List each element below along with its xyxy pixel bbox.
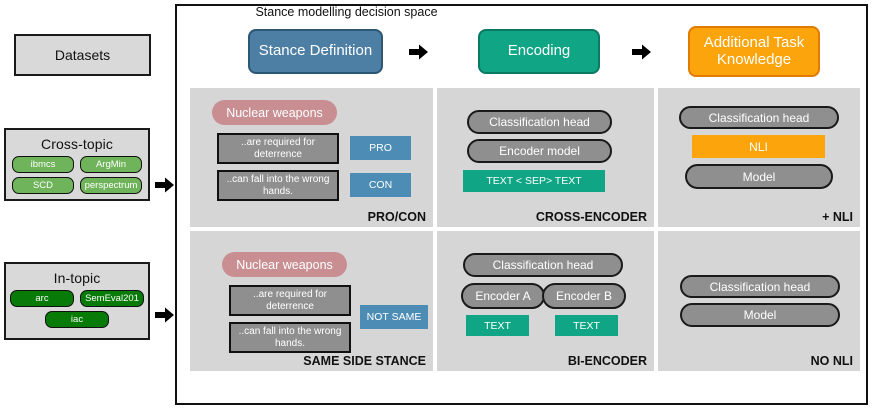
snippet-second: ..can fall into the wrong hands. — [229, 322, 351, 353]
datasets-title-box: Datasets — [14, 34, 151, 76]
arrow-right-icon — [155, 306, 175, 324]
snippet-con: ..can fall into the wrong hands. — [217, 170, 339, 201]
pill-classification-head: Classification head — [463, 253, 623, 277]
cell-knowledge-plus-nli: Classification head NLI Model + NLI — [658, 88, 860, 227]
dataset-chip-row: SCD perspectrum — [12, 177, 142, 194]
pill-model: Model — [680, 303, 840, 327]
cell-caption-bi-encoder: BI-ENCODER — [567, 354, 647, 368]
dataset-chip-argmin[interactable]: ArgMin — [80, 156, 142, 173]
arrow-right-icon — [632, 43, 652, 61]
snippet-pro: ..are required for deterrence — [217, 133, 339, 164]
cell-knowledge-no-nli: Classification head Model NO NLI — [658, 231, 860, 371]
panel-title: Stance modelling decision space — [255, 5, 438, 19]
nli-highlight-box: NLI — [692, 135, 825, 158]
dataset-chip-arc[interactable]: arc — [10, 290, 74, 307]
dataset-chip-perspectrum[interactable]: perspectrum — [80, 177, 142, 194]
header-additional-task-knowledge-label: Additional Task Knowledge — [703, 33, 805, 68]
header-stance-definition[interactable]: Stance Definition — [248, 29, 383, 74]
cell-caption-cross-encoder: CROSS-ENCODER — [535, 210, 647, 224]
dataset-chip-iac[interactable]: iac — [45, 311, 109, 328]
pill-encoder-b: Encoder B — [542, 283, 626, 309]
header-additional-task-knowledge[interactable]: Additional Task Knowledge — [688, 26, 820, 77]
dataset-group-label-cross-topic: Cross-topic — [41, 136, 113, 152]
dataset-chip-row: iac — [45, 311, 109, 328]
cell-stance-pro-con: Nuclear weapons ..are required for deter… — [190, 88, 433, 227]
stance-label-pro: PRO — [350, 136, 411, 160]
header-encoding-label: Encoding — [507, 42, 571, 60]
dataset-chip-row: ibmcs ArgMin — [12, 156, 142, 173]
dataset-group-label-in-topic: In-topic — [53, 270, 101, 286]
dataset-chip-rows-in-topic: arc SemEval201 iac — [6, 290, 148, 328]
cell-caption-plus-nli: + NLI — [822, 210, 853, 224]
datasets-title-label: Datasets — [54, 47, 111, 63]
dataset-chip-ibmcs[interactable]: ibmcs — [12, 156, 74, 173]
dataset-chip-rows-cross-topic: ibmcs ArgMin SCD perspectrum — [6, 156, 148, 194]
pill-encoder-model: Encoder model — [467, 139, 612, 163]
cell-caption-no-nli: NO NLI — [810, 354, 853, 368]
dataset-chip-semeval201[interactable]: SemEval201 — [80, 290, 144, 307]
header-stance-definition-label: Stance Definition — [258, 42, 373, 60]
pill-encoder-a: Encoder A — [461, 283, 545, 309]
dataset-group-in-topic: In-topic arc SemEval201 iac — [4, 262, 150, 340]
arrow-right-icon — [155, 176, 175, 194]
stance-label-not-same: NOT SAME — [360, 305, 428, 329]
input-text-sep-text: TEXT < SEP> TEXT — [463, 170, 605, 192]
pill-classification-head: Classification head — [467, 110, 612, 134]
pill-model: Model — [685, 164, 833, 189]
cell-encoding-cross-encoder: Classification head Encoder model TEXT <… — [437, 88, 654, 227]
snippet-first: ..are required for deterrence — [229, 285, 351, 316]
dataset-chip-row: arc SemEval201 — [10, 290, 144, 307]
arrow-right-icon — [409, 43, 429, 61]
pill-classification-head: Classification head — [679, 106, 839, 129]
header-encoding[interactable]: Encoding — [478, 29, 600, 74]
input-text-b: TEXT — [555, 315, 618, 336]
input-text-a: TEXT — [466, 315, 529, 336]
topic-pill: Nuclear weapons — [222, 252, 347, 277]
dataset-chip-scd[interactable]: SCD — [12, 177, 74, 194]
topic-pill: Nuclear weapons — [212, 100, 337, 125]
cell-caption-same-side-stance: SAME SIDE STANCE — [303, 354, 426, 368]
cell-encoding-bi-encoder: Classification head Encoder A Encoder B … — [437, 231, 654, 371]
cell-caption-pro-con: PRO/CON — [367, 210, 426, 224]
dataset-group-cross-topic: Cross-topic ibmcs ArgMin SCD perspectrum — [4, 128, 150, 201]
stance-label-con: CON — [350, 173, 411, 197]
pill-classification-head: Classification head — [680, 275, 840, 298]
cell-stance-same-side: Nuclear weapons ..are required for deter… — [190, 231, 433, 371]
